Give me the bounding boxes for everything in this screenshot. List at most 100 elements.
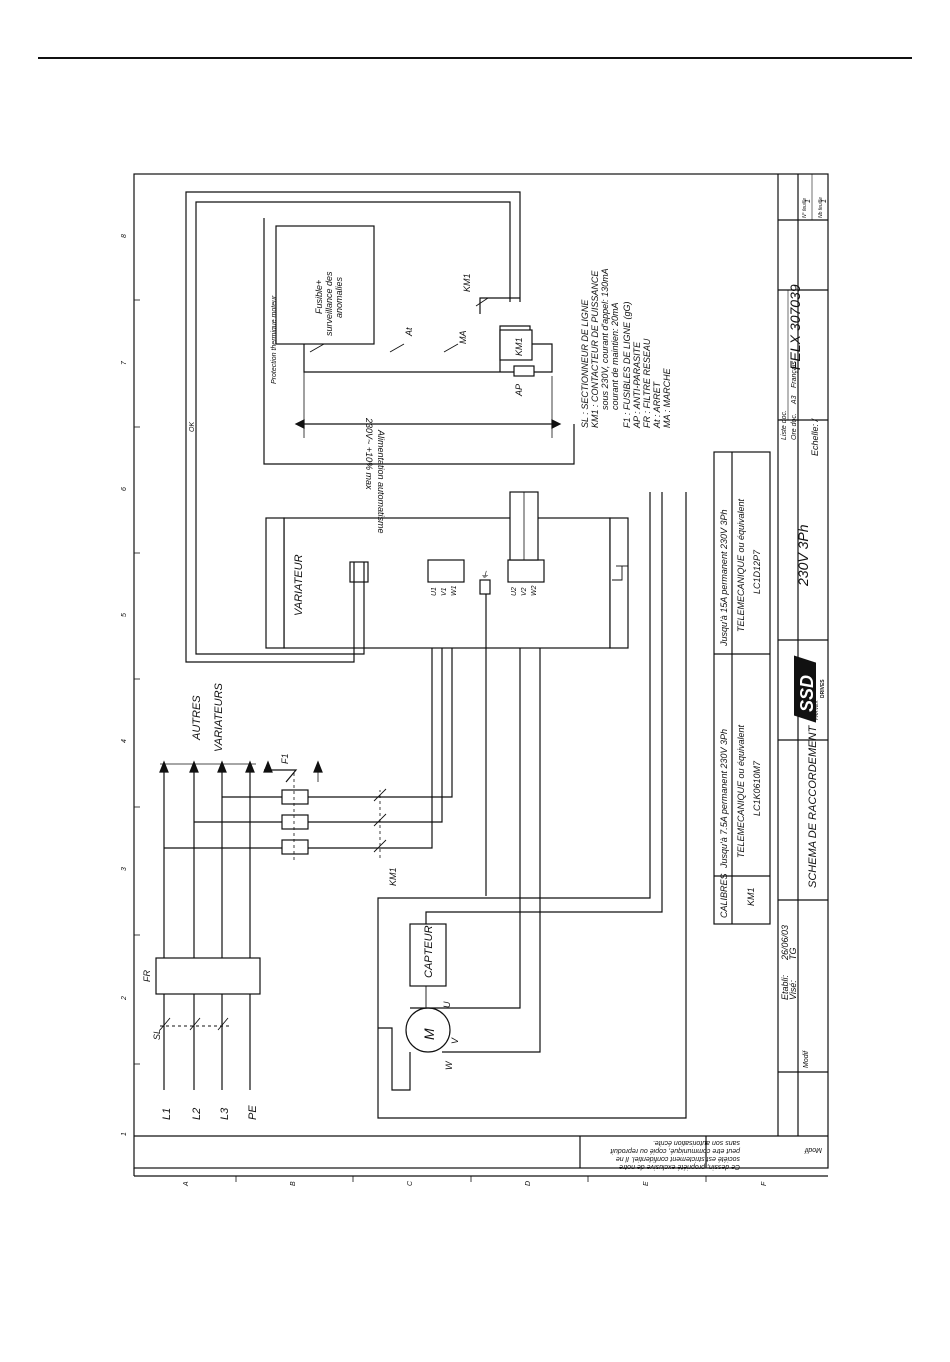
ground-terminal [479,579,491,595]
calibres-col1-line2: TELEMECANIQUE ou équivalent [736,724,746,858]
legend-line-8: At : ARRET [652,380,662,429]
logo-text: SSD [797,675,817,712]
grid-row-d: D [525,1181,532,1186]
ssd-drives-logo: SSD DRIVES PARVEX [794,655,826,723]
grid-col-8: 8 [121,234,128,238]
motor-circuit [377,492,687,1119]
logo-parvex: PARVEX [814,700,820,720]
motor-m: M [421,1028,437,1040]
grid-row-a: A [183,1181,190,1187]
sheet-frame [133,173,829,1169]
input-pe: PE [247,1105,259,1120]
calibres-col2-line2: TELEMECANIQUE ou équivalent [736,498,746,632]
variateur-drive [265,491,629,896]
title-initials: TG [788,948,798,961]
terminal-v1: V1 [441,587,448,596]
aux-supply-line1: Alimentation automatisme [376,429,386,534]
input-l3: L3 [219,1107,231,1120]
sheet-total: 1 [821,199,828,203]
calibres-col1-line3: LC1K0610M7 [752,760,762,816]
modif-label-bottom: Modif [804,1146,822,1153]
calibres-col1-line1: Jusqu'à 7.5A permanent 230V 3Ph [719,729,729,869]
fuse-label-3: anomalies [334,276,344,318]
control-terminal [349,561,369,583]
fuse-label-1: Fusible+ [314,280,324,314]
grid-col-2: 2 [121,996,128,1001]
title-vise: Visé: [788,980,798,1000]
motor-v: V [450,1037,460,1044]
legend-line-4: courant de maintien: 20mA [610,302,620,410]
grid-col-6: 6 [121,487,128,491]
ground-icon: ⏚ [480,570,489,580]
doc-langue: Français [791,361,798,388]
autres-label: AUTRES [191,695,203,741]
row-ticks [235,1176,707,1182]
control-circuit [275,225,562,438]
legend-line-6: AP : ANTI-PARASITE [632,341,642,429]
ore-doc: Ore doc. [791,413,798,440]
title-modif: Modif [803,1050,810,1068]
terminal-u1: U1 [431,587,438,596]
column-ticks [134,299,140,1065]
grid-row-b: B [290,1181,297,1186]
grid-row-f: F [761,1181,768,1186]
grid-col-3: 3 [121,867,128,871]
motor-w: W [444,1060,454,1070]
legend: SL : SECTIONNEUR DE LIGNE KM1 : CONTACTE… [580,268,672,429]
drawing-number: FELX 307039 [787,284,803,370]
grid-col-1: 1 [121,1132,128,1136]
title-etabli: Etabli: [780,974,790,1000]
ap-label: AP [514,384,524,397]
legend-line-2: KM1 : CONTACTEUR DE PUISSANCE [590,270,600,428]
grid-col-5: 5 [121,613,128,617]
variateurs-label: VARIATEURS [213,682,225,752]
sheet-number: 1 [805,199,812,203]
f1-label: F1 [280,753,290,764]
grid-col-4: 4 [121,739,128,743]
page-top-rule [38,57,912,59]
ap-box [513,365,535,377]
ma-label: MA [458,331,468,345]
calibres-header: CALIBRES [719,873,729,918]
title-date: 26/06/03 [780,925,790,961]
km1-label: KM1 [388,867,398,886]
ok-loop [185,191,575,663]
voltage-label: 230V 3Ph [795,524,811,587]
sl-label: SL [152,1029,162,1040]
sl-disconnector [159,1017,230,1031]
legal-line-4: sans son autorisation écrite. [653,1139,740,1146]
fr-label: FR [142,970,152,982]
motor-u: U [442,1001,452,1008]
sheet-number-label: N° feuille [802,198,808,218]
grid-col-7: 7 [121,360,128,365]
fuse-label-2: surveillance des [324,271,334,336]
sheet-count-label: Nb feuille [818,197,824,218]
grid-row-c: C [407,1180,414,1186]
terminal-w1: W1 [451,585,458,596]
calibres-col2-line3: LC1D12P7 [752,549,762,594]
legal-line-1: Ce dessin, propriété exclusive de notre [619,1163,740,1170]
km1-contact-label: KM1 [462,273,472,292]
f1-fuses [263,760,323,860]
calibres-row-key: KM1 [746,887,756,906]
liste-doc: Liste doc. [781,410,788,440]
capteur-label: CAPTEUR [423,925,435,978]
echelle: Echelle: / [810,417,820,456]
drawing-title: SCHEMA DE RACCORDEMENT [807,725,819,888]
aux-supply-line2: 230V~ +10% max [364,417,374,490]
output-terminals [507,559,545,583]
logo-sub: DRIVES [820,679,826,698]
variateur-label: VARIATEUR [293,554,305,616]
fr-filter [155,957,261,995]
legend-line-5: F1 : FUSIBLES DE LIGNE (gG) [622,301,632,428]
at-label: At [404,327,414,337]
terminal-u2: U2 [511,587,518,596]
protection-label: Protection thermique moteur [271,295,278,384]
terminal-v2: V2 [521,587,528,596]
legend-line-9: MA : MARCHE [662,367,672,428]
legal-line-2: société est strictement confidentiel. Il… [616,1155,740,1162]
grid-row-e: E [643,1181,650,1186]
capteur-box [409,923,447,987]
supply-lines [159,760,256,1090]
